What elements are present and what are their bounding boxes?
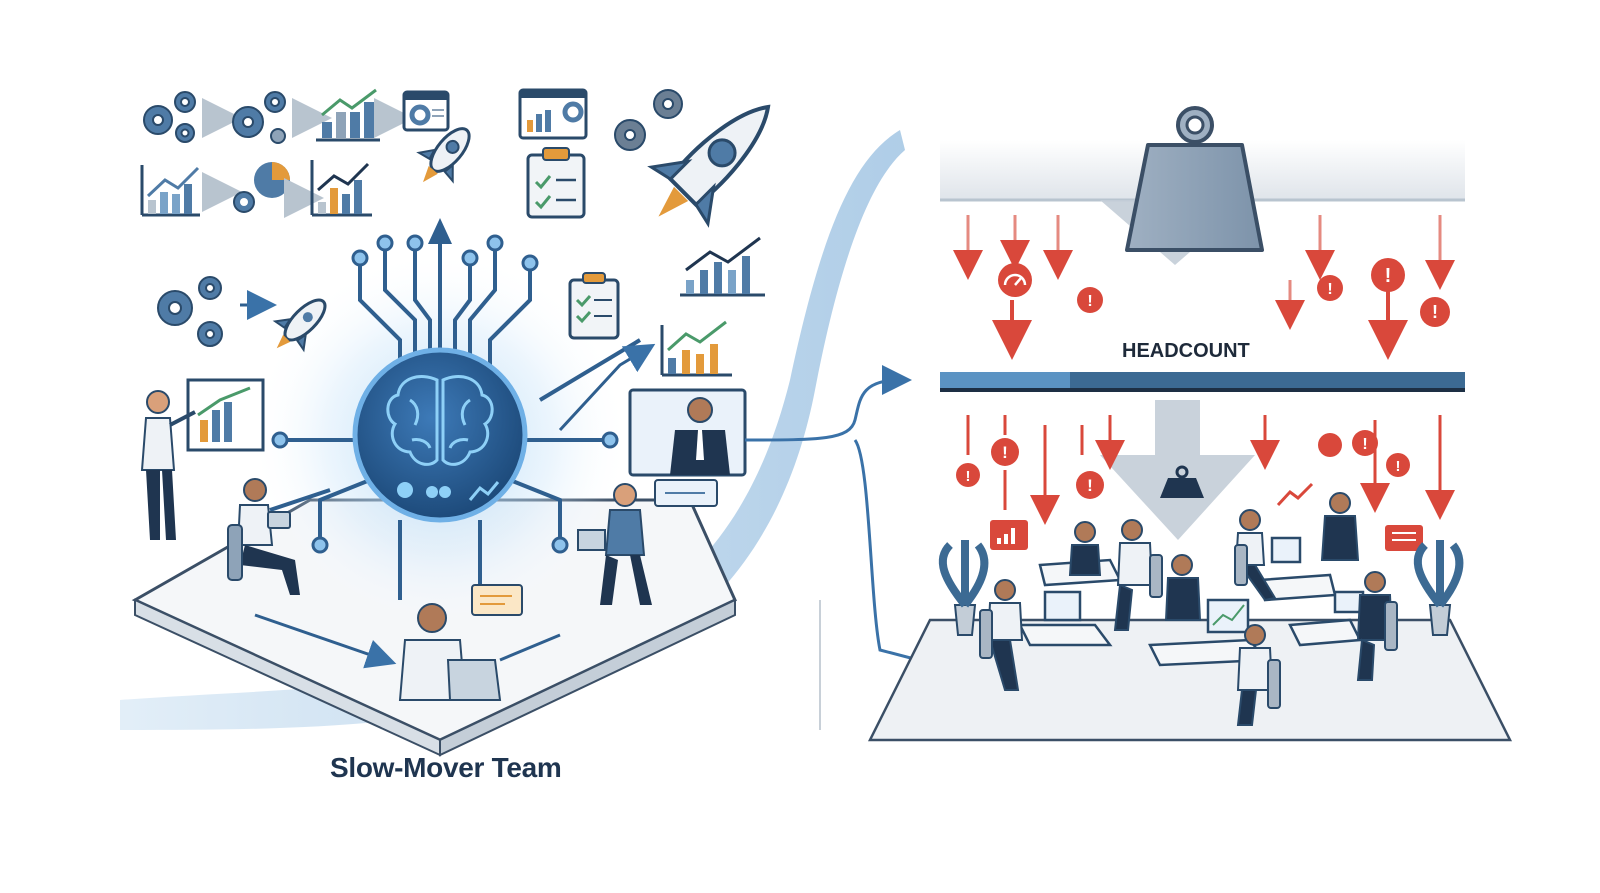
svg-text:!: ! (1327, 281, 1332, 298)
svg-text:!: ! (1385, 265, 1392, 287)
svg-text:!: ! (1362, 436, 1367, 453)
svg-text:!: ! (1002, 443, 1008, 462)
seated-tablet-worker (227, 478, 300, 595)
video-call-manager (628, 388, 747, 477)
dashboard-window-icon (518, 88, 588, 140)
left-team-people (140, 378, 747, 701)
pie-chart-icon (233, 162, 290, 213)
ai-brain-icon (386, 375, 494, 466)
phone-laptop-worker (398, 584, 523, 701)
gears-icon (232, 91, 286, 144)
alerts-top: ! ! ! ! (953, 215, 1455, 360)
dashboard-window-icon (402, 90, 450, 132)
trend-chart-icon (310, 160, 372, 217)
headcount-bar (940, 372, 1465, 392)
process-icons (140, 88, 771, 432)
presenter (140, 378, 265, 540)
svg-text:!: ! (1087, 293, 1092, 310)
alert-icon (998, 258, 1450, 327)
rocket-icon (272, 298, 327, 353)
weight-icon (1125, 106, 1264, 252)
office-team-working (938, 492, 1464, 726)
trend-chart-icon (660, 320, 732, 377)
clipboard-checklist-icon (568, 272, 620, 340)
rocket-icon (647, 104, 771, 228)
right-panel-ceiling (940, 106, 1465, 265)
laptop-worker (577, 483, 652, 605)
alerts-bottom: ! ! ! ! ! (956, 415, 1455, 551)
right-platform (867, 618, 1513, 742)
svg-text:!: ! (1396, 458, 1401, 475)
gears-icon (143, 91, 196, 143)
headcount-label: HEADCOUNT (1122, 340, 1250, 362)
rocket-icon (416, 127, 471, 184)
gears-icon (157, 276, 223, 347)
line-chart-icon (140, 165, 200, 217)
svg-text:!: ! (1087, 476, 1093, 495)
bar-chart-icon (316, 88, 380, 142)
plant-icon (1413, 540, 1464, 636)
plant-icon (938, 540, 989, 636)
team-caption: Slow-Mover Team (330, 752, 562, 783)
clipboard-checklist-icon (526, 147, 586, 219)
svg-text:!: ! (1432, 302, 1438, 322)
svg-text:!: ! (966, 468, 971, 485)
weight-icon (1160, 465, 1204, 498)
gears-icon (614, 89, 683, 151)
trend-chart-icon (680, 236, 765, 297)
